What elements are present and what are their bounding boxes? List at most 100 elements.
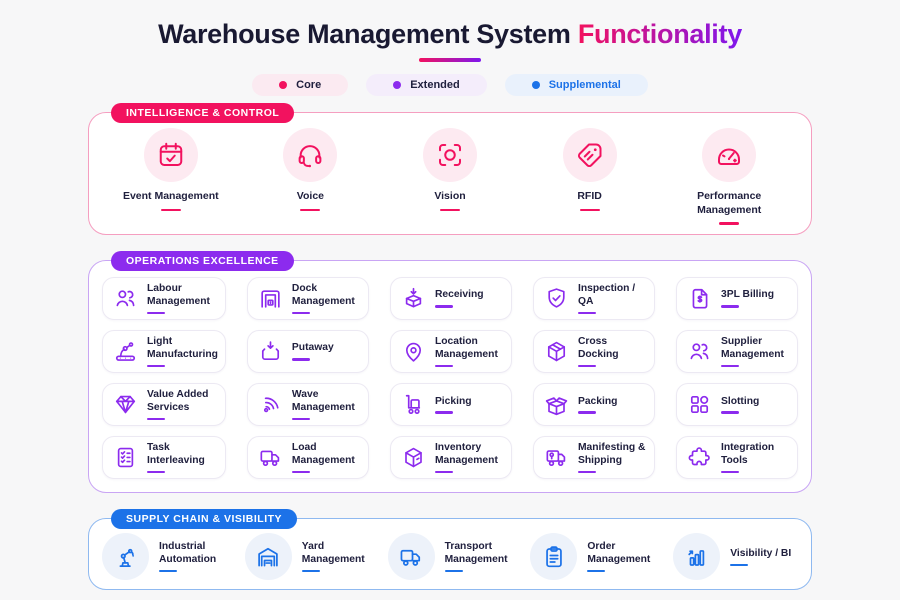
viewfinder-icon <box>422 128 477 182</box>
legend-label: Core <box>296 79 322 91</box>
item-underline <box>439 208 460 212</box>
item-underline <box>720 364 739 368</box>
item-underline <box>720 411 739 414</box>
item-underline <box>147 364 165 368</box>
item-yard-management: Yard Management <box>244 533 370 581</box>
item-underline <box>434 411 453 414</box>
page-title-accent: Functionality <box>577 19 742 49</box>
item-label: Putaway <box>291 342 334 354</box>
item-underline <box>720 305 739 308</box>
item-slotting: Slotting <box>675 383 798 427</box>
item-location-management: Location Management <box>389 329 512 374</box>
item-underline <box>160 208 181 212</box>
page-title: Warehouse Management System Functionalit… <box>0 19 900 50</box>
grid-icon <box>687 392 712 417</box>
legend-dot <box>279 81 288 89</box>
item-label: Slotting <box>720 395 760 407</box>
cube-icon <box>401 445 426 470</box>
truck-icon <box>258 445 283 470</box>
puzzle-icon <box>687 445 712 470</box>
item-label: Value Added Services <box>147 389 209 413</box>
item-label: Packing <box>577 395 618 407</box>
item-load-management: Load Management <box>246 436 369 480</box>
item-vision: Vision <box>380 128 520 225</box>
item-packing: Packing <box>532 383 655 427</box>
item-underline <box>577 311 596 314</box>
item-label: Dock Management <box>291 282 355 307</box>
item-underline <box>434 305 453 308</box>
open-box-icon <box>544 392 569 417</box>
item-receiving: Receiving <box>389 276 512 320</box>
cube-tape-icon <box>544 339 569 364</box>
item-integration-tools: Integration Tools <box>675 436 798 480</box>
item-label: Cross Docking <box>577 335 619 360</box>
item-label: Event Management <box>122 190 219 202</box>
item-underline <box>291 358 310 361</box>
item-underline <box>579 208 600 212</box>
item-dock-management: Dock Management <box>246 276 369 320</box>
invoice-icon <box>687 286 712 311</box>
item-label: Wave Management <box>291 389 355 413</box>
item-underline <box>577 470 596 474</box>
item-underline <box>291 311 310 314</box>
item-underline <box>720 470 739 474</box>
item-visibility-bi: Visibility / BI <box>673 533 798 581</box>
item-putaway: Putaway <box>246 329 369 374</box>
item-label: Load Management <box>291 442 355 467</box>
legend-dot <box>393 81 402 89</box>
legend-label: Extended <box>410 79 460 91</box>
item-underline <box>434 470 453 474</box>
item-label: Transport Management <box>444 541 508 566</box>
item-label: 3PL Billing <box>720 289 774 301</box>
item-underline <box>291 470 310 474</box>
people-icon <box>113 286 138 311</box>
item-light-manufacturing: Light Manufacturing <box>102 329 226 374</box>
item-underline <box>577 411 596 414</box>
legend-item-core: Core <box>252 74 349 96</box>
item-supplier-management: Supplier Management <box>675 329 798 374</box>
legend: Core Extended Supplemental <box>0 74 900 96</box>
item-label: Order Management <box>587 541 651 566</box>
gauge-icon <box>702 128 757 182</box>
item-underline <box>444 569 463 573</box>
item-event-management: Event Management <box>101 128 241 225</box>
headset-icon <box>283 128 338 182</box>
item-voice: Voice <box>241 128 381 225</box>
tag-icon <box>562 128 617 182</box>
section-items: Event Management Voice Vision RFID Performan… <box>89 113 811 234</box>
item-label: Integration Tools <box>720 442 775 467</box>
section-badge: SUPPLY CHAIN & VISIBILITY <box>111 509 298 530</box>
box-receive-icon <box>401 286 426 311</box>
item-label: Task Interleaving <box>147 442 205 467</box>
item-label: Supplier Management <box>720 335 784 360</box>
item-picking: Picking <box>389 383 512 427</box>
robot-conveyor-icon <box>113 339 138 364</box>
item-label: Light Manufacturing <box>147 335 218 360</box>
item-label: Performance Management <box>697 190 762 216</box>
item-label: Manifesting & Shipping <box>577 442 646 467</box>
legend-item-supplemental: Supplemental <box>504 74 648 96</box>
bar-chart-icon <box>673 533 721 581</box>
item-label: Voice <box>296 190 324 202</box>
item-value-added-services: Value Added Services <box>102 383 226 427</box>
item-label: Vision <box>434 190 466 202</box>
tray-down-icon <box>258 339 283 364</box>
legend-label: Supplemental <box>548 79 621 91</box>
item-label: Inventory Management <box>434 442 498 467</box>
item-underline <box>577 364 596 368</box>
item-inspection-qa: Inspection / QA <box>532 276 655 320</box>
wave-icon <box>258 392 283 417</box>
legend-dot <box>531 81 540 89</box>
item-underline <box>719 222 740 225</box>
robot-arm-icon <box>102 533 149 581</box>
item-underline <box>301 569 320 573</box>
item-label: Inspection / QA <box>577 282 636 307</box>
legend-item-extended: Extended <box>366 74 487 96</box>
item-rfid: RFID <box>520 128 660 225</box>
checklist-icon <box>113 445 138 470</box>
item-inventory-management: Inventory Management <box>389 436 512 480</box>
item-label: Industrial Automation <box>159 541 217 566</box>
